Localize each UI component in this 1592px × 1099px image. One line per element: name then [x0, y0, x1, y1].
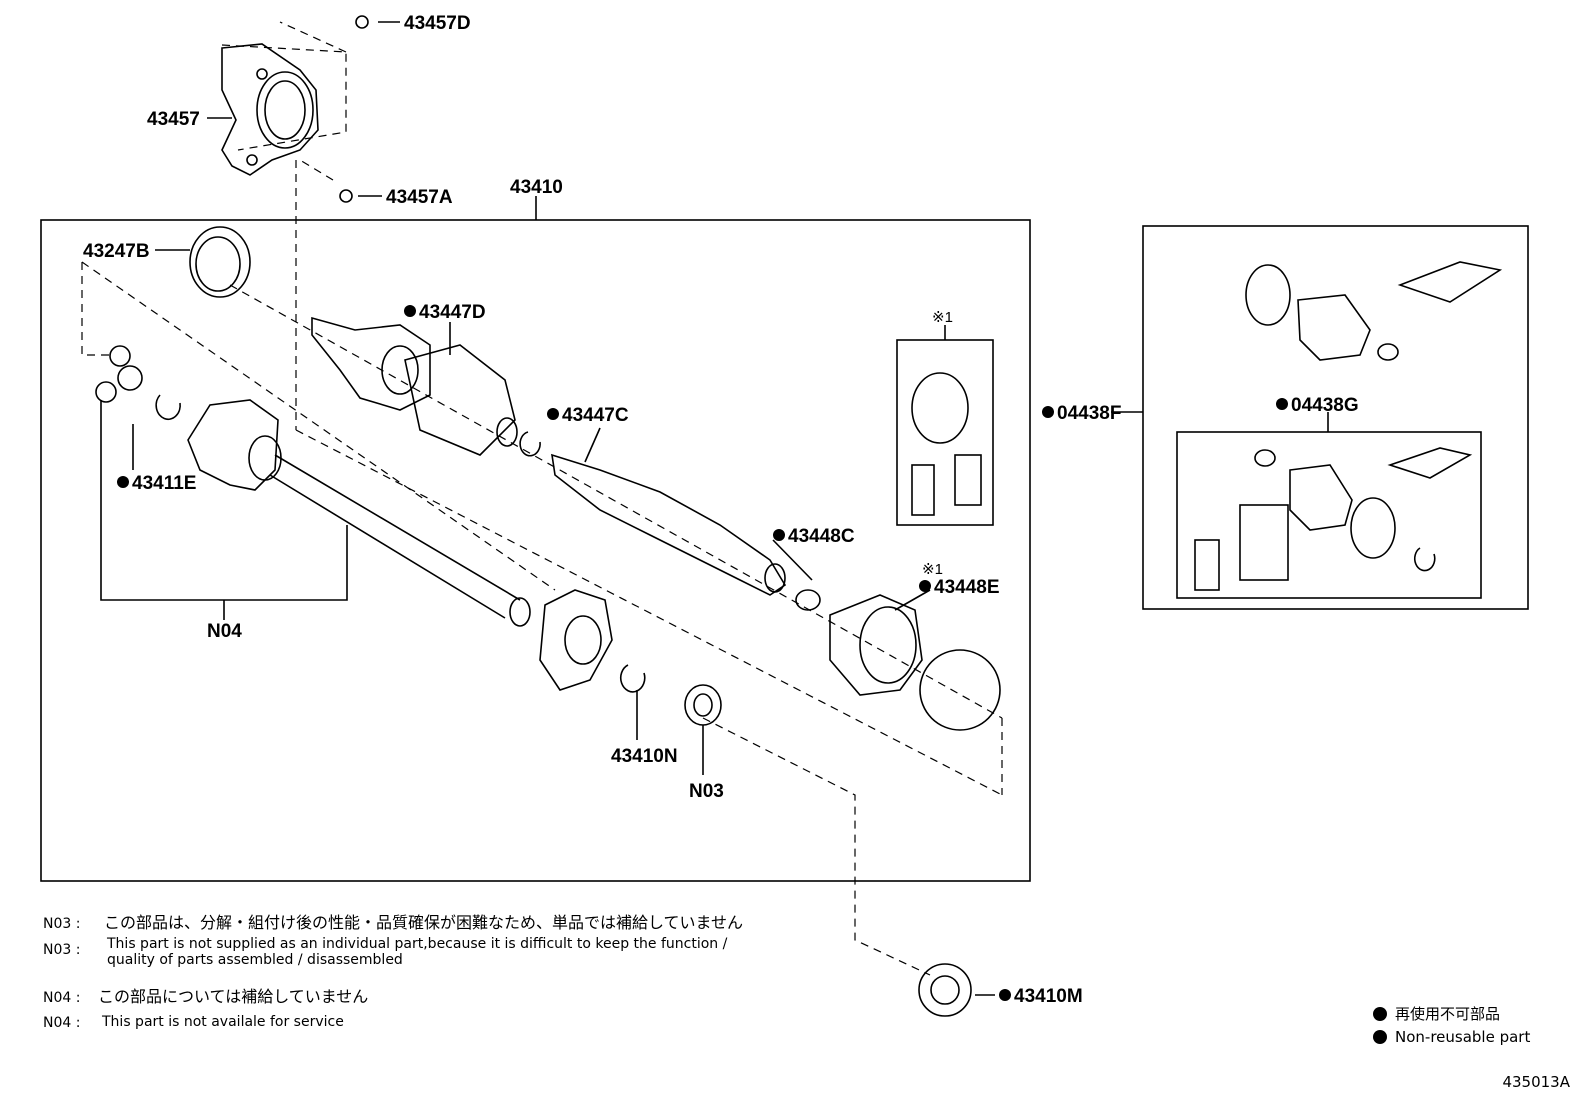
nonreusable-marker: [1042, 406, 1054, 418]
note-n04-ja: この部品については補給していません: [98, 987, 369, 1006]
label-43457D[interactable]: 43457D: [404, 13, 471, 34]
note-n03-code-en: N03 :: [43, 942, 81, 958]
label-N04[interactable]: N04: [207, 621, 242, 642]
label-43411E[interactable]: 43411E: [132, 473, 196, 494]
note-n04-en: This part is not availale for service: [102, 1014, 344, 1030]
note-n03-ja: この部品は、分解・組付け後の性能・品質確保が困難なため、単品では補給していません: [104, 913, 744, 932]
label-ref1-boot: ※1: [922, 561, 943, 578]
legend-ja-text: 再使用不可部品: [1395, 1005, 1501, 1023]
label-43457A[interactable]: 43457A: [386, 187, 453, 208]
label-04438G[interactable]: 04438G: [1291, 395, 1359, 416]
nonreusable-marker: [117, 476, 129, 488]
nonreusable-marker: [547, 408, 559, 420]
label-43447D[interactable]: 43447D: [419, 302, 486, 323]
nonreusable-dot-icon: [1373, 1006, 1387, 1021]
kit-box-04438F: [1142, 225, 1529, 610]
note-n03-en-1: This part is not supplied as an individu…: [107, 936, 728, 952]
nonreusable-marker: [999, 989, 1011, 1001]
nonreusable-dot-icon: [1373, 1030, 1387, 1044]
nonreusable-marker: [404, 305, 416, 317]
note-n04-code-ja: N04 :: [43, 990, 81, 1006]
nonreusable-marker: [1276, 398, 1288, 410]
label-N03[interactable]: N03: [689, 781, 724, 802]
label-ref1-box: ※1: [932, 309, 953, 326]
label-43410[interactable]: 43410: [510, 177, 563, 198]
legend-ja: 再使用不可部品: [1373, 1003, 1500, 1024]
assembly-box-43410: [40, 219, 1031, 882]
label-43410N[interactable]: 43410N: [611, 746, 678, 767]
label-43457[interactable]: 43457: [147, 109, 200, 130]
label-04438F[interactable]: 04438F: [1057, 403, 1121, 424]
label-43448C[interactable]: 43448C: [788, 526, 855, 547]
nonreusable-marker: [773, 529, 785, 541]
note-n03-en-2: quality of parts assembled / disassemble…: [107, 952, 403, 968]
note-n04-code-en: N04 :: [43, 1015, 81, 1031]
label-43247B[interactable]: 43247B: [83, 241, 150, 262]
legend-en-text: Non-reusable part: [1395, 1028, 1531, 1046]
note-n03-code-ja: N03 :: [43, 916, 81, 932]
label-43447C[interactable]: 43447C: [562, 405, 629, 426]
nonreusable-marker: [919, 580, 931, 592]
kit-box-04438G: [1176, 431, 1482, 599]
diagram-id: 435013A: [1502, 1073, 1570, 1091]
label-43448E[interactable]: 43448E: [934, 577, 1000, 598]
label-43410M[interactable]: 43410M: [1014, 986, 1083, 1007]
legend-en: Non-reusable part: [1373, 1028, 1530, 1046]
